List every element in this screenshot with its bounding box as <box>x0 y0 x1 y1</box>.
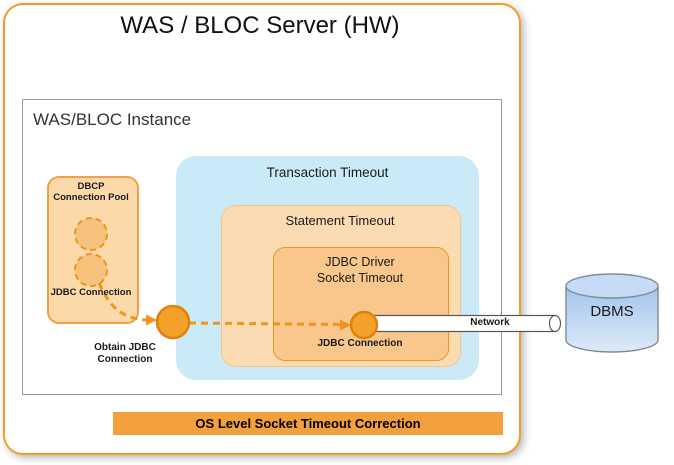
transaction-timeout-label: Transaction Timeout <box>266 165 389 180</box>
dbms-cylinder-top-icon <box>565 273 659 299</box>
socket-timeout-label: JDBC Driver Socket Timeout <box>316 255 404 285</box>
network-pipe-end-icon <box>548 314 562 333</box>
os-correction-label: OS Level Socket Timeout Correction <box>195 416 421 431</box>
obtain-jdbc-connection-label: Obtain JDBC Connection <box>94 342 156 365</box>
dbms-label: DBMS <box>590 303 634 320</box>
socket-timeout-box <box>273 247 449 361</box>
pool-jdbc-connection-label: JDBC Connection <box>50 287 132 298</box>
instance-label: WAS/BLOC Instance <box>33 110 192 129</box>
dbcp-pool-label: DBCP Connection Pool <box>53 181 129 203</box>
network-label: Network <box>470 317 510 328</box>
server-title: WAS / BLOC Server (HW) <box>120 12 400 39</box>
os-correction-bar: OS Level Socket Timeout Correction <box>113 412 503 435</box>
statement-timeout-label: Statement Timeout <box>285 213 395 228</box>
socket-jdbc-connection-label: JDBC Connection <box>317 338 403 349</box>
